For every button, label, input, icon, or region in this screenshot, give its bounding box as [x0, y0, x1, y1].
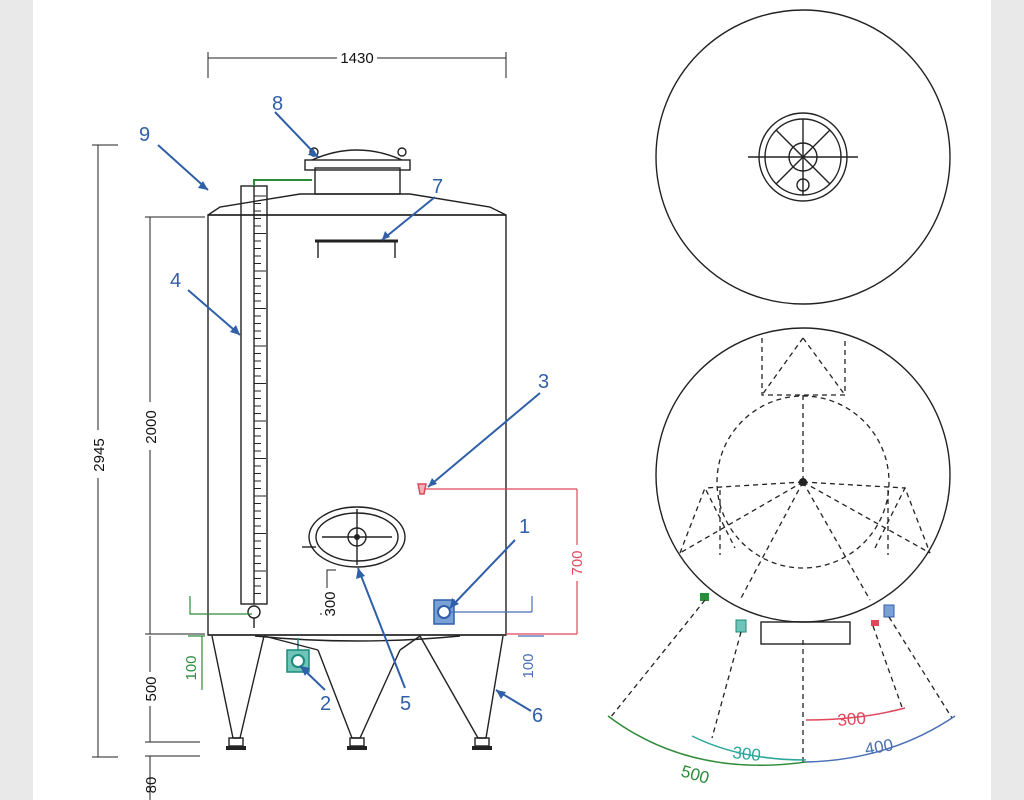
- callout-2: 2: [320, 693, 331, 715]
- dim-body-height-label: 2000: [143, 410, 160, 443]
- dim-leg-height: 500: [142, 636, 200, 743]
- radius-300-teal-label: 300: [732, 743, 762, 765]
- callout-6: 6: [532, 705, 543, 727]
- bottom-plan-view: 500 300 300 400: [607, 327, 956, 788]
- dim-foot-height: 80: [143, 755, 200, 800]
- drain-valve-2: [286, 638, 310, 673]
- front-elevation: 1430 2945 2000 500 80: [90, 49, 586, 800]
- dim-outlet-left: [188, 596, 252, 690]
- dim-foot-height-label: 80: [143, 777, 160, 794]
- dim-total-height: 2945: [90, 144, 118, 758]
- top-view: [655, 9, 951, 305]
- dim-outlet-right: [450, 596, 544, 637]
- side-manway-door: [302, 506, 406, 568]
- tank-body: [207, 214, 507, 636]
- top-manway: [304, 147, 411, 195]
- tank-technical-drawing: 1430 2945 2000 500 80: [90, 9, 956, 800]
- callout-3: 3: [538, 371, 549, 393]
- level-gauge: [240, 179, 312, 628]
- dim-valve-height-label: 700: [569, 550, 586, 575]
- callout-leaders: [157, 111, 541, 712]
- arc-500: [607, 715, 807, 767]
- radius-400-label: 400: [863, 735, 894, 759]
- dim-leg-height-label: 500: [143, 676, 160, 701]
- sample-valve-3: [417, 483, 427, 495]
- dim-outlet-right-label: 100: [520, 653, 537, 678]
- tank-legs: [211, 635, 504, 750]
- radius-300-red-label: 300: [837, 709, 867, 730]
- dim-total-height-label: 2945: [91, 438, 108, 471]
- callout-arrowheads: [198, 148, 506, 699]
- callout-7: 7: [432, 176, 443, 198]
- arc-300-teal: [691, 735, 807, 761]
- dim-width: 1430: [207, 49, 507, 78]
- tank-roof: [207, 193, 507, 216]
- dim-door-offset-label: 300: [322, 591, 339, 616]
- callout-8: 8: [272, 93, 283, 115]
- callout-5: 5: [400, 693, 411, 715]
- dim-door-offset: 300: [320, 569, 339, 618]
- internal-pipe: [315, 239, 398, 258]
- dim-width-label: 1430: [340, 50, 373, 67]
- callout-1: 1: [519, 516, 530, 538]
- arc-400: [805, 715, 956, 763]
- dim-outlet-left-label: 100: [183, 655, 200, 680]
- callout-9: 9: [139, 124, 150, 146]
- drawing-sheet: 1430 2945 2000 500 80: [33, 0, 991, 800]
- radius-500-label: 500: [679, 762, 712, 788]
- arc-300-red: [805, 707, 906, 721]
- dim-body-height: 2000: [142, 216, 205, 635]
- callout-4: 4: [170, 270, 181, 292]
